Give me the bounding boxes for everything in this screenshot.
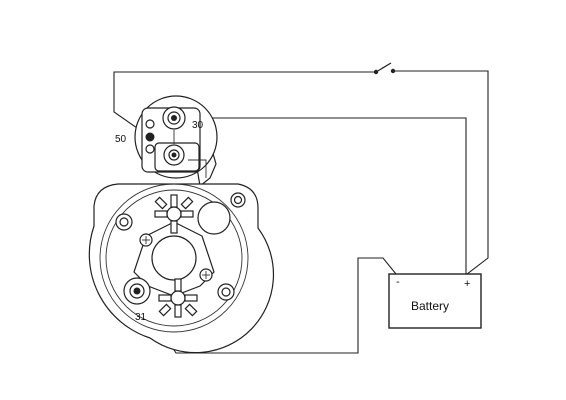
inspection-hole xyxy=(197,201,231,235)
ignition-switch[interactable] xyxy=(373,62,396,75)
switch-blade xyxy=(375,62,392,73)
battery-positive-mark: + xyxy=(464,278,470,290)
mount-hole-upper-left xyxy=(115,213,133,231)
terminal-50-label: 50 xyxy=(115,134,127,145)
solenoid-bracket xyxy=(188,159,207,178)
battery-case xyxy=(388,273,482,329)
brush-holder-lower xyxy=(158,278,198,318)
terminal-50-pin xyxy=(145,132,155,142)
terminal-30-label: 30 xyxy=(192,120,204,131)
solenoid xyxy=(134,95,218,188)
motor-end-plate xyxy=(99,183,249,333)
wire-switch-circuit xyxy=(113,71,376,138)
terminal-50-pin-top xyxy=(145,119,155,129)
motor-housing xyxy=(88,183,275,354)
terminal-30-stud[interactable] xyxy=(162,106,186,130)
switch-contact-right xyxy=(390,68,396,74)
mount-hole-upper-right xyxy=(230,192,246,208)
brush-screw-right xyxy=(199,268,213,282)
brush-screw-left xyxy=(139,233,153,247)
terminal-50-pins[interactable] xyxy=(145,119,155,154)
terminal-31-label: 31 xyxy=(135,312,147,323)
terminal-50-pin-bottom xyxy=(145,144,155,154)
motor-end-plate-inner xyxy=(105,189,243,327)
terminal-31-stud[interactable] xyxy=(123,277,151,305)
field-terminal-stud xyxy=(163,144,185,166)
field-terminal-core xyxy=(171,152,177,158)
brush-holder-upper xyxy=(154,194,194,234)
terminal-31-core xyxy=(133,287,141,295)
wire-terminal30-to-battery-positive xyxy=(178,117,467,274)
battery-negative-mark: - xyxy=(396,276,400,288)
commutator-opening xyxy=(151,235,197,281)
wire-switch-to-battery xyxy=(393,70,489,275)
terminal-30-core xyxy=(171,115,177,121)
mount-hole-lower-right xyxy=(217,283,235,301)
battery-label: Battery xyxy=(411,299,449,313)
battery: - + Battery xyxy=(388,273,482,329)
